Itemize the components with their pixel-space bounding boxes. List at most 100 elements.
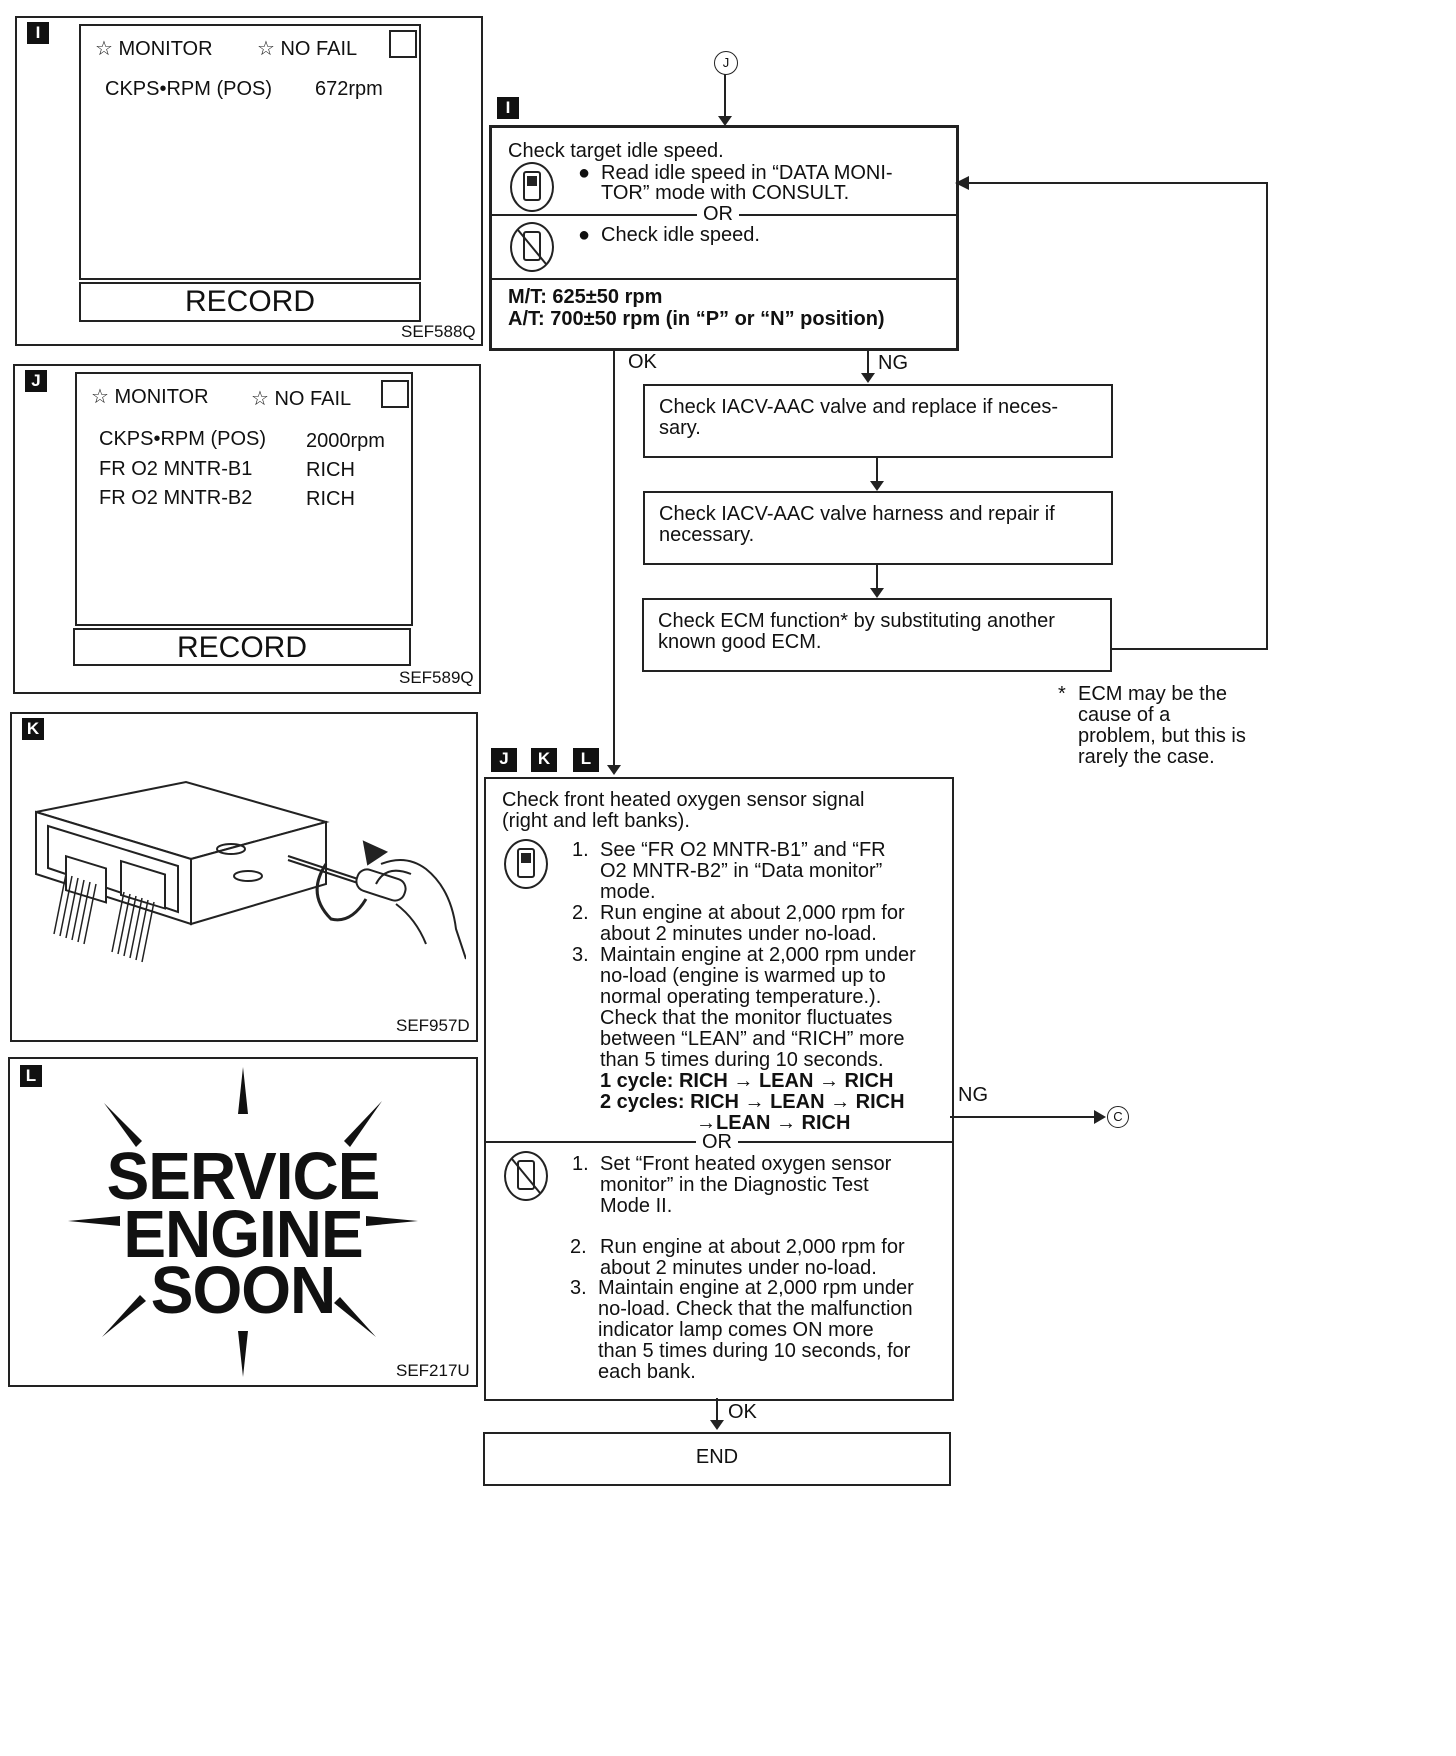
end-label: END xyxy=(695,1446,739,1468)
flashing-rays-icon xyxy=(68,1067,418,1377)
o2-b1-value: RICH xyxy=(306,459,355,481)
box1-consult-line2: TOR” mode with CONSULT. xyxy=(601,182,850,204)
monitor-label: ☆ MONITOR xyxy=(95,38,213,60)
arrow-down-icon xyxy=(718,116,732,126)
cycle-1: 1 cycle: RICH → LEAN → RICH xyxy=(600,1070,894,1092)
connector-c-icon: C xyxy=(1107,1106,1129,1128)
check-iacv-harness-box: Check IACV-AAC valve harness and repair … xyxy=(643,491,1113,565)
step-text: than 5 times during 10 seconds. xyxy=(600,1049,884,1071)
step-text: about 2 minutes under no-load. xyxy=(600,923,877,945)
ecm-screwdriver-icon xyxy=(35,780,466,963)
step-num: 2. xyxy=(572,902,589,924)
footnote-line4: rarely the case. xyxy=(1078,746,1215,768)
flow-line xyxy=(613,348,615,766)
bullet-icon: ● xyxy=(578,162,591,184)
connector-j-icon: J xyxy=(714,51,738,75)
panel-tag: J xyxy=(25,370,47,392)
figure-code: SEF957D xyxy=(396,1016,470,1035)
spec-at: A/T: 700±50 rpm (in “P” or “N” position) xyxy=(508,308,885,330)
step-text: See “FR O2 MNTR-B1” and “FR xyxy=(600,839,886,861)
panel-l-service-engine-soon: L SERVICE ENGINE SOON SEF217U xyxy=(8,1057,478,1387)
flow-line xyxy=(950,1116,1096,1118)
step-text: Run engine at about 2,000 rpm for xyxy=(600,1236,905,1258)
flow-line xyxy=(716,1398,718,1422)
cycle-2-cont: →LEAN → RICH xyxy=(696,1112,851,1134)
monitor-label: ☆ MONITOR xyxy=(91,386,209,408)
ng-label: NG xyxy=(878,352,908,374)
step-text: between “LEAN” and “RICH” more xyxy=(600,1028,905,1050)
step-text: Set “Front heated oxygen sensor xyxy=(600,1153,892,1175)
arrow-down-icon xyxy=(870,588,884,598)
o2-b2-value: RICH xyxy=(306,488,355,510)
step-text: Check that the monitor fluctuates xyxy=(600,1007,893,1029)
return-line xyxy=(1266,182,1268,650)
panel-j-consult-screen: J ☆ MONITOR ☆ NO FAIL CKPS•RPM (POS) 200… xyxy=(13,364,481,694)
check-ecm-function-box: Check ECM function* by substituting anot… xyxy=(642,598,1112,672)
o2-b2-label: FR O2 MNTR-B2 xyxy=(99,487,253,509)
panel-tag: L xyxy=(20,1065,42,1087)
figure-code: SEF217U xyxy=(396,1361,470,1380)
arrow-down-icon xyxy=(870,481,884,491)
box1-noconsult: Check idle speed. xyxy=(601,224,760,246)
rpm-label: CKPS•RPM (POS) xyxy=(105,78,273,100)
footnote-line3: problem, but this is xyxy=(1078,725,1246,747)
ok-label: OK xyxy=(728,1401,757,1423)
step-text: Maintain engine at 2,000 rpm under xyxy=(600,944,916,966)
footnote-line2: cause of a xyxy=(1078,704,1171,726)
box5-title2: (right and left banks). xyxy=(502,810,690,832)
box2-line1: Check IACV-AAC valve and replace if nece… xyxy=(659,396,1059,418)
flow-line xyxy=(724,74,726,118)
box3-line2: necessary. xyxy=(659,524,755,546)
box5-tag-k: K xyxy=(531,748,557,772)
spec-divider xyxy=(492,278,956,280)
arrow-right-icon xyxy=(1094,1110,1106,1124)
consult-icon xyxy=(510,162,554,212)
warning-line-1: SERVICE xyxy=(106,1138,381,1214)
step-num: 3. xyxy=(572,944,589,966)
box5-title1: Check front heated oxygen sensor signal xyxy=(502,789,865,811)
monitor-screen xyxy=(75,372,413,626)
panel-i-consult-screen: I ☆ MONITOR ☆ NO FAIL CKPS•RPM (POS) 672… xyxy=(15,16,483,346)
bullet-icon: ● xyxy=(578,224,591,246)
step-text: mode. xyxy=(600,881,656,903)
footnote-star: * xyxy=(1058,683,1066,705)
checkbox-icon xyxy=(389,30,417,58)
box4-line2: known good ECM. xyxy=(658,631,822,653)
step-text: Mode II. xyxy=(600,1195,673,1217)
check-o2-sensor-box: Check front heated oxygen sensor signal … xyxy=(484,777,954,1401)
step-text: no-load. Check that the malfunction xyxy=(598,1298,913,1320)
checkbox-icon xyxy=(381,380,409,408)
spec-mt: M/T: 625±50 rpm xyxy=(508,286,663,308)
panel-tag: K xyxy=(22,718,44,740)
warning-line-3: SOON xyxy=(150,1252,336,1328)
panel-k-ecm-illustration: K SEF957D xyxy=(10,712,478,1042)
step-num: 1. xyxy=(572,839,589,861)
arrow-down-icon xyxy=(710,1420,724,1430)
record-button: RECORD xyxy=(73,628,411,666)
rpm-value: 672rpm xyxy=(315,78,383,100)
ok-label: OK xyxy=(628,351,657,373)
flow-line xyxy=(867,348,869,374)
arrow-left-icon xyxy=(955,176,969,190)
or-label: OR xyxy=(697,203,739,226)
no-fail-label: ☆ NO FAIL xyxy=(251,388,352,410)
footnote-line1: ECM may be the xyxy=(1078,683,1227,705)
step-text: O2 MNTR-B2” in “Data monitor” xyxy=(600,860,883,882)
rpm-label: CKPS•RPM (POS) xyxy=(99,428,267,450)
return-line xyxy=(966,182,1268,184)
step-text: Maintain engine at 2,000 rpm under xyxy=(598,1277,914,1299)
no-consult-icon xyxy=(504,1151,548,1201)
no-fail-label: ☆ NO FAIL xyxy=(257,38,358,60)
rpm-value: 2000rpm xyxy=(306,430,385,452)
box1-tag: I xyxy=(497,97,519,119)
check-iacv-valve-box: Check IACV-AAC valve and replace if nece… xyxy=(643,384,1113,458)
box5-tag-j: J xyxy=(491,748,517,772)
box1-consult-line1: Read idle speed in “DATA MONI- xyxy=(601,162,893,184)
box2-line2: sary. xyxy=(659,417,701,439)
or-label: OR xyxy=(696,1131,738,1154)
step-num: 2. xyxy=(570,1236,587,1258)
consult-icon xyxy=(504,839,548,889)
arrow-down-icon xyxy=(861,373,875,383)
step-num: 1. xyxy=(572,1153,589,1175)
no-consult-icon xyxy=(510,222,554,272)
